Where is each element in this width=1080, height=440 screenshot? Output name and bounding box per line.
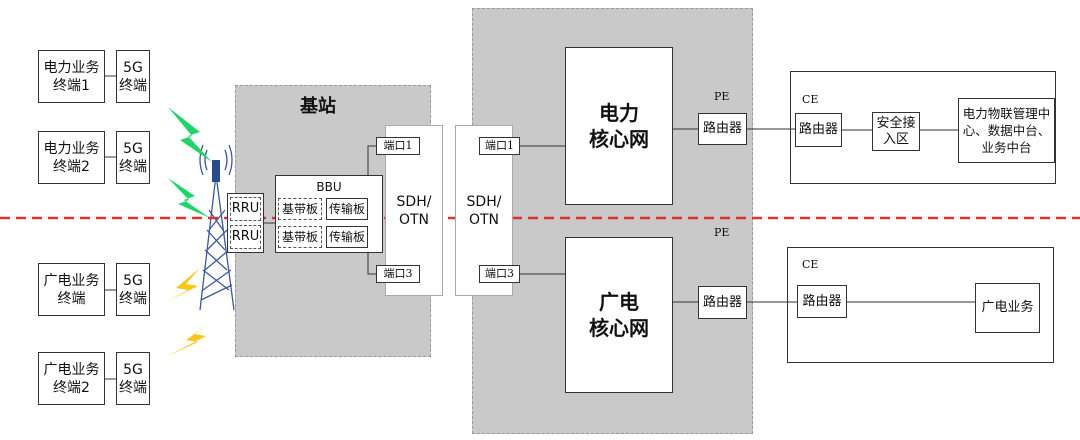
baseband-board: 基带板 <box>278 226 322 248</box>
security-access-zone: 安全接 入区 <box>872 112 920 151</box>
power-core-network: 电力 核心网 <box>565 47 673 205</box>
rru-box: RRU <box>230 197 261 221</box>
pe-label: PE <box>714 226 730 239</box>
5g-terminal-box: 5G 终端 <box>116 263 150 316</box>
ce-label: CE <box>802 258 819 271</box>
power-iot-platform: 电力物联管理中 心、数据中台、 业务中台 <box>958 98 1055 163</box>
port-1: 端口1 <box>479 137 520 155</box>
ce-router: 路由器 <box>795 113 842 147</box>
pe-router: 路由器 <box>698 286 747 319</box>
base-station-title: 基站 <box>300 96 336 117</box>
terminal-box: 广电业务 终端2 <box>38 352 105 405</box>
pe-router: 路由器 <box>698 113 747 145</box>
radio-tower-icon <box>199 144 235 311</box>
rru-box: RRU <box>230 225 261 249</box>
baseband-board: 基带板 <box>278 198 322 220</box>
terminal-box: 广电业务 终端 <box>38 263 105 316</box>
broadcast-core-network: 广电 核心网 <box>565 237 673 393</box>
ce-router: 路由器 <box>797 285 847 318</box>
5g-terminal-box: 5G 终端 <box>116 50 150 103</box>
green-signal-icon <box>168 107 212 218</box>
broadcast-service: 广电业务 <box>975 283 1040 333</box>
ce-broadcast-region <box>787 247 1054 363</box>
ce-power-region <box>790 71 1056 184</box>
5g-terminal-box: 5G 终端 <box>116 131 150 184</box>
terminal-box: 电力业务 终端1 <box>38 50 105 103</box>
transport-board: 传输板 <box>326 198 368 220</box>
pe-label: PE <box>714 90 730 103</box>
yellow-signal-icon <box>166 268 212 356</box>
terminal-box: 电力业务 终端2 <box>38 131 105 184</box>
port-3: 端口3 <box>376 265 420 283</box>
port-3: 端口3 <box>479 265 520 283</box>
5g-terminal-box: 5G 终端 <box>116 352 150 405</box>
port-1: 端口1 <box>376 137 420 155</box>
transport-board: 传输板 <box>326 226 368 248</box>
ce-label: CE <box>802 93 819 106</box>
